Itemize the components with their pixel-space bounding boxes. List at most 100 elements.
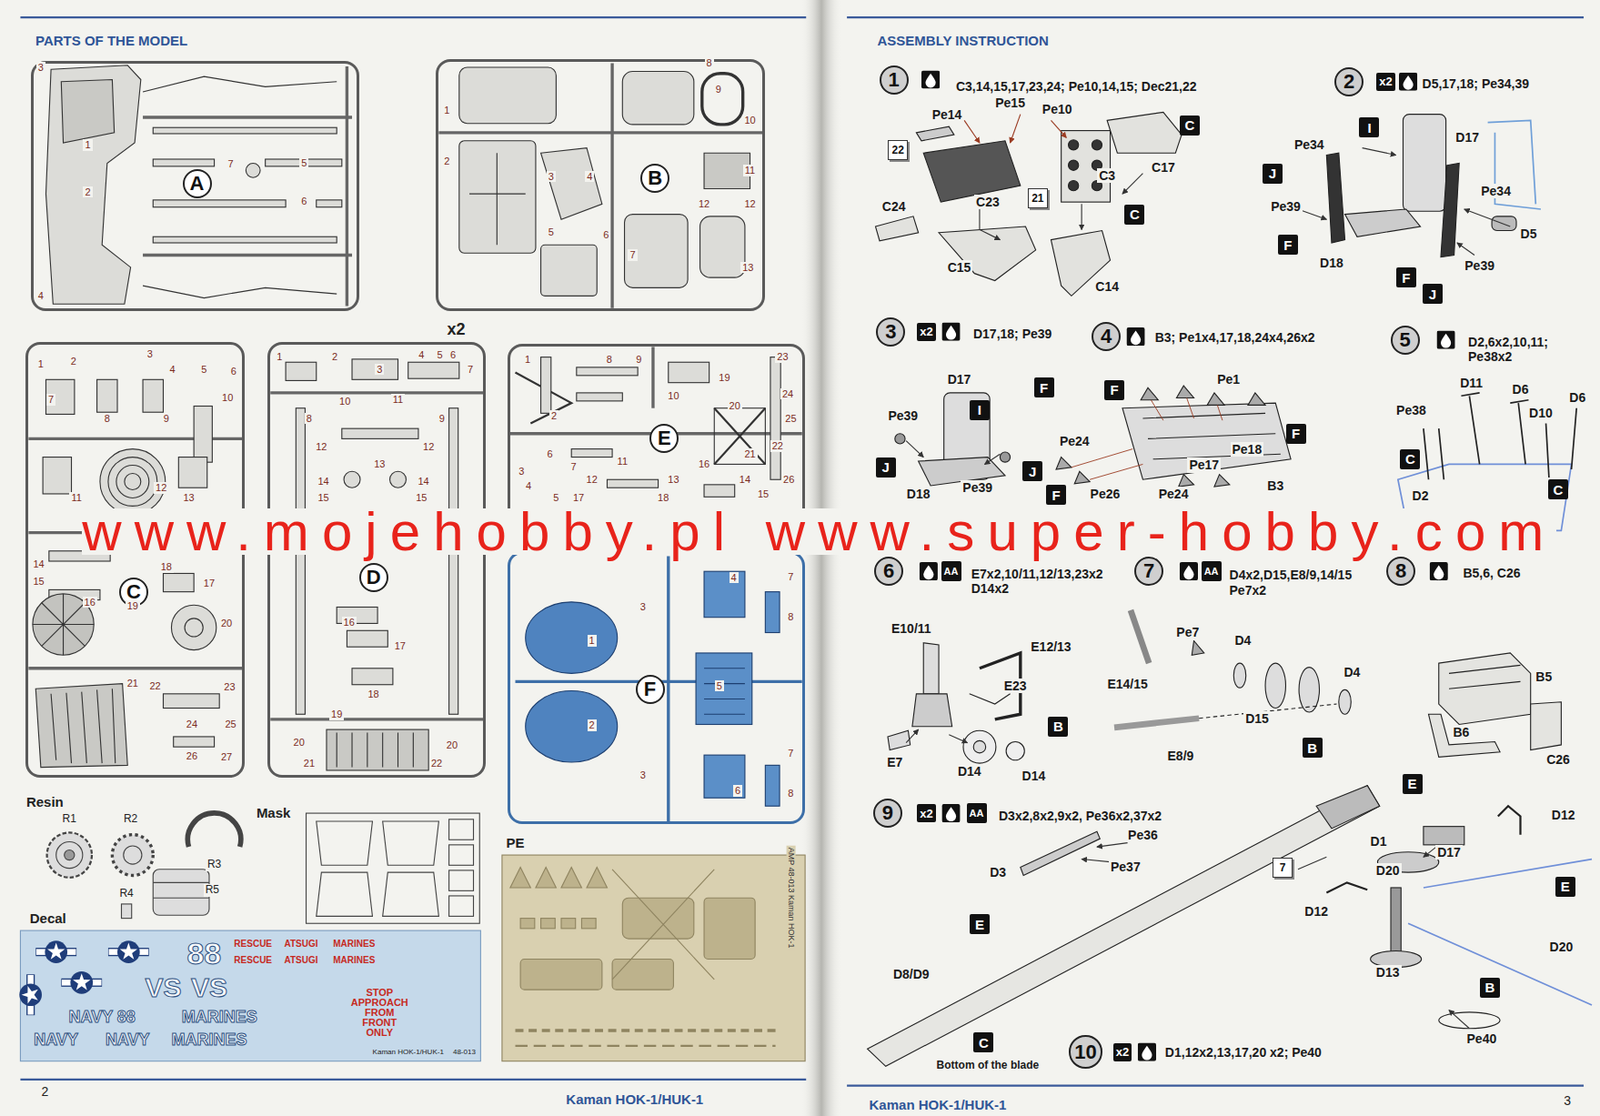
photo-etch-fret	[510, 867, 531, 888]
sprue-frame: Dx2	[267, 342, 486, 778]
paint-code: J	[1022, 461, 1043, 482]
badge-text: x2	[919, 324, 933, 339]
part-number: 13	[665, 473, 681, 486]
cockpit-parts	[923, 140, 1021, 202]
part-number: 6	[448, 349, 458, 362]
paint-code: C	[1399, 449, 1420, 470]
part-label: Pe39	[960, 480, 995, 495]
part-number: 4	[36, 290, 46, 302]
cockpit-parts	[1068, 160, 1079, 171]
sprue-f-parts	[704, 571, 745, 617]
seat-parts	[895, 392, 1011, 486]
resin-parts	[123, 845, 142, 865]
part-label: C15	[945, 260, 974, 275]
part-number: 18	[159, 561, 174, 574]
part-label: Pe14	[930, 107, 965, 122]
step-number: 4	[1091, 322, 1121, 352]
badge-text: E	[975, 916, 985, 933]
badge-text: B	[1053, 718, 1064, 735]
badge-text: x2	[919, 806, 933, 821]
resin-parts	[152, 869, 210, 916]
sprue-d-parts	[336, 732, 413, 767]
page-rule	[846, 16, 1584, 19]
photo-etch-fret	[515, 1045, 776, 1047]
badge-text: x2	[1116, 1045, 1129, 1059]
glue-badge: AA	[966, 803, 987, 824]
sprue-c-parts	[116, 465, 150, 499]
part-number: 22	[429, 757, 444, 770]
part-label: C14	[1093, 279, 1121, 294]
part-number: 5	[299, 157, 309, 170]
part-number: 5	[434, 349, 444, 362]
decal-text: MARINES	[331, 938, 377, 950]
sprue-c-parts	[97, 379, 118, 413]
seat-parts	[905, 441, 1000, 465]
rotor-blade	[1390, 887, 1401, 960]
paint-symbol	[921, 70, 940, 89]
landing-gear	[905, 729, 967, 744]
sprue-f-parts	[666, 555, 670, 822]
part-number: 9	[161, 412, 172, 425]
quantity-badge: x2	[916, 322, 936, 342]
badge-text: 3	[885, 320, 896, 344]
part-number: 16	[342, 616, 357, 629]
part-label: Pe17	[1187, 457, 1221, 473]
badge-text: J	[1028, 463, 1037, 480]
decal-sheet	[60, 971, 102, 995]
quantity-badge: x2	[916, 804, 936, 823]
sprue-d-parts	[352, 359, 398, 380]
sprue-c-parts	[50, 688, 116, 764]
decal-text: ATSUGI	[281, 955, 320, 967]
sprue-e-parts	[704, 484, 735, 497]
seat-parts	[1345, 209, 1421, 237]
sprue-letter: E	[649, 423, 679, 453]
part-number: 6	[733, 784, 743, 797]
badge-text: E	[1408, 775, 1418, 792]
decal-text: NAVY	[31, 1030, 81, 1050]
part-number: 7	[46, 393, 56, 406]
part-number: 8	[102, 412, 112, 425]
part-number: 8	[704, 57, 715, 70]
badge-text: C	[978, 1035, 989, 1051]
part-number: 13	[372, 458, 387, 471]
part-number: 6	[601, 229, 611, 242]
part-number: 7	[785, 571, 795, 584]
part-label: D2	[1410, 488, 1431, 504]
floor-panel	[1074, 471, 1090, 484]
paint-code: B	[1302, 737, 1323, 758]
photo-etch-fret	[515, 1028, 776, 1032]
part-number: 1	[36, 358, 46, 371]
decal-text: MARINES	[331, 955, 377, 967]
part-label: D10	[1527, 405, 1555, 421]
seat-parts	[999, 452, 1010, 463]
part-number: 12	[696, 198, 712, 211]
control-parts	[1469, 395, 1577, 478]
sprue-d-parts	[285, 362, 317, 381]
sprue-e-parts	[770, 357, 781, 481]
sprue-f-parts	[764, 592, 780, 634]
rotor-blade	[1096, 843, 1128, 847]
rotor-blade	[1438, 1012, 1500, 1029]
cockpit-parts	[1068, 140, 1079, 151]
floor-panel	[1178, 474, 1195, 487]
sprue-a-parts	[142, 285, 337, 298]
sprue-e-parts	[576, 367, 638, 376]
decal-code: VS	[189, 972, 230, 1005]
badge-text: C	[1185, 117, 1196, 133]
rotor-blade	[1081, 843, 1470, 1029]
part-label: D3	[987, 865, 1008, 880]
part-number: 7	[225, 158, 235, 171]
seat-parts	[1362, 148, 1397, 156]
section-label: Decal	[28, 910, 69, 926]
page-heading: ASSEMBLY INSTRUCTION	[875, 32, 1051, 49]
mask-sheet	[449, 895, 474, 916]
sprue-b-parts	[541, 244, 598, 296]
part-label: D11	[1458, 375, 1485, 391]
bulkhead-parts	[1530, 702, 1562, 751]
seat-parts	[1298, 148, 1510, 256]
part-number: 17	[392, 640, 408, 653]
part-number: 23	[774, 351, 790, 363]
step-number: 9	[873, 798, 903, 828]
rotor-blade	[1081, 859, 1113, 863]
part-label: D18	[1318, 255, 1346, 271]
